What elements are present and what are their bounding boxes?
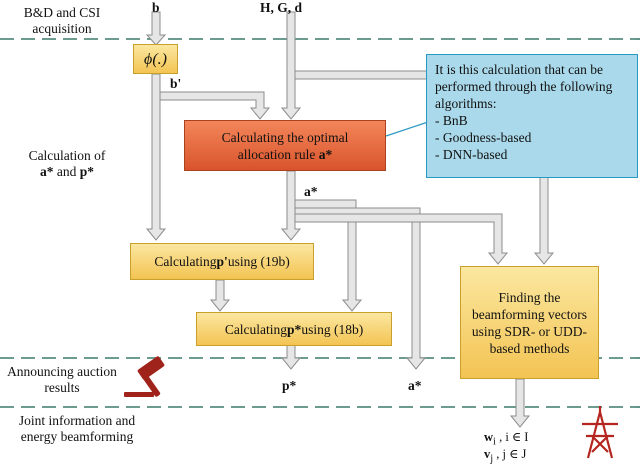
arrow-beamforming-output xyxy=(509,378,531,428)
p-star-box: Calculating p* using (18b) xyxy=(196,312,392,346)
input-hgd: H, G, d xyxy=(260,0,303,15)
label-a-star: a* xyxy=(304,184,318,199)
arrow-hgd-optimal xyxy=(280,11,302,120)
algorithm-item: DNN-based xyxy=(435,146,629,163)
phi-box: ϕ(.) xyxy=(133,44,178,74)
arrow-bprime-optimal xyxy=(159,91,271,120)
algorithm-list: BnB Goodness-based DNN-based xyxy=(435,112,629,163)
stage-acquisition-label: B&D and CSI acquisition xyxy=(23,5,101,36)
arrow-astar-pprime xyxy=(280,170,302,241)
callout-text: It is this calculation that can be perfo… xyxy=(435,62,613,111)
output-v-vectors: vj , j ∈ J xyxy=(484,447,527,465)
arrow-astar-beamforming xyxy=(294,213,509,265)
arrow-b-phi xyxy=(145,11,167,46)
gavel-icon xyxy=(124,356,165,397)
output-w-vectors: wi , i ∈ I xyxy=(484,430,529,448)
algorithms-callout: It is this calculation that can be perfo… xyxy=(426,54,638,178)
algorithm-item: Goodness-based xyxy=(435,129,629,146)
label-b-prime: b' xyxy=(170,76,182,91)
callout-pointer xyxy=(385,121,429,137)
arrow-pprime-pstar xyxy=(209,279,231,312)
output-p-star: p* xyxy=(282,378,297,393)
p-prime-box: Calculating p' using (19b) xyxy=(130,243,314,280)
algorithm-item: BnB xyxy=(435,112,629,129)
beamforming-box: Finding the beamforming vectors using SD… xyxy=(460,266,599,379)
stage-announcing-label: Announcing auction results xyxy=(7,364,117,395)
stage-calculation-label: Calculation of a* and p* xyxy=(28,148,106,179)
stage-beamforming-label: Joint information and energy beamforming xyxy=(18,413,136,444)
input-b: b xyxy=(152,0,160,15)
output-a-star: a* xyxy=(408,378,422,393)
transmission-tower-icon xyxy=(582,406,618,459)
optimal-allocation-box: Calculating the optimal allocation rule … xyxy=(184,120,386,171)
arrow-pstar-output xyxy=(280,344,302,370)
